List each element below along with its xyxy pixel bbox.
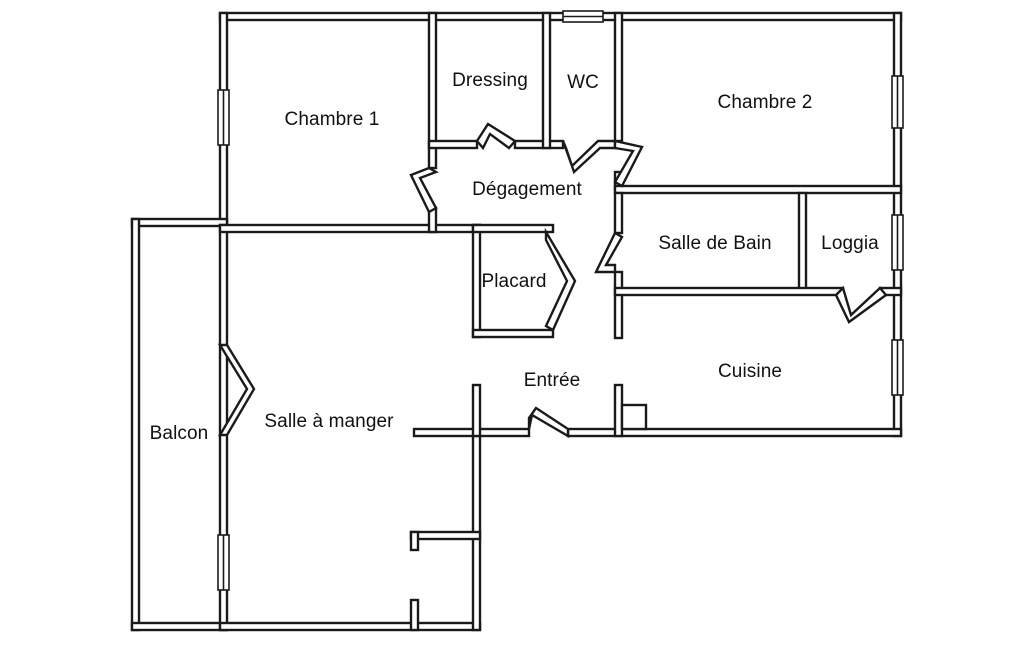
wall-wc-chambre2 <box>613 11 624 143</box>
label-placard: Placard <box>481 271 547 292</box>
windows <box>217 10 904 591</box>
label-cuisine: Cuisine <box>717 361 783 382</box>
wall-balcon-left <box>130 217 141 632</box>
doors <box>217 122 888 439</box>
wall-balcon-bottom <box>130 621 229 632</box>
door-loggia <box>834 285 888 324</box>
wall-entree-stub <box>471 383 482 438</box>
door-wc <box>561 139 617 175</box>
wall-chambre2-bottom <box>613 184 903 195</box>
label-loggia: Loggia <box>821 233 879 254</box>
wall-sdb-right <box>797 191 808 295</box>
label-balcon: Balcon <box>149 423 209 444</box>
duct-box <box>620 403 648 431</box>
wall-salle-right <box>471 428 482 632</box>
wall-placard-left <box>471 223 482 339</box>
door-entree <box>527 406 570 439</box>
wall-chambre1-right <box>427 11 438 170</box>
door-chambre2 <box>613 139 644 188</box>
wall-salle-bottom <box>218 621 482 632</box>
wall-dressing-bottom-r <box>513 139 565 150</box>
wall-sdb-left <box>613 191 624 235</box>
wall-placard-top <box>471 223 555 234</box>
door-sdb <box>594 231 624 274</box>
label-degagement: Dégagement <box>472 179 582 200</box>
wall-chambre1-salle <box>218 223 482 234</box>
label-dressing: Dressing <box>452 70 528 91</box>
wall-dressing-wc <box>541 11 552 150</box>
door-balcon <box>217 343 256 437</box>
wall-sdb-left-low <box>613 270 624 340</box>
wall-entree-bottom-left <box>412 427 531 438</box>
wall-alcove-stub <box>409 598 420 632</box>
wall-alcove-top <box>409 530 482 541</box>
wall-alcove-left <box>409 530 420 552</box>
label-wc: WC <box>567 72 599 93</box>
wall-dressing-bottom <box>427 139 479 150</box>
label-entree: Entrée <box>523 370 581 391</box>
door-placard <box>544 227 577 332</box>
wall-balcon-top <box>130 217 229 228</box>
wall-top <box>218 11 903 22</box>
door-chambre1 <box>409 166 439 214</box>
wall-placard-bottom <box>471 328 555 339</box>
door-dressing <box>475 122 517 151</box>
label-chambre-1: Chambre 1 <box>284 109 380 130</box>
label-salle-de-bain: Salle de Bain <box>658 233 772 254</box>
label-salle-a-manger: Salle à manger <box>264 411 394 432</box>
label-chambre-2: Chambre 2 <box>717 92 813 113</box>
wall-sdb-bottom <box>613 286 845 297</box>
